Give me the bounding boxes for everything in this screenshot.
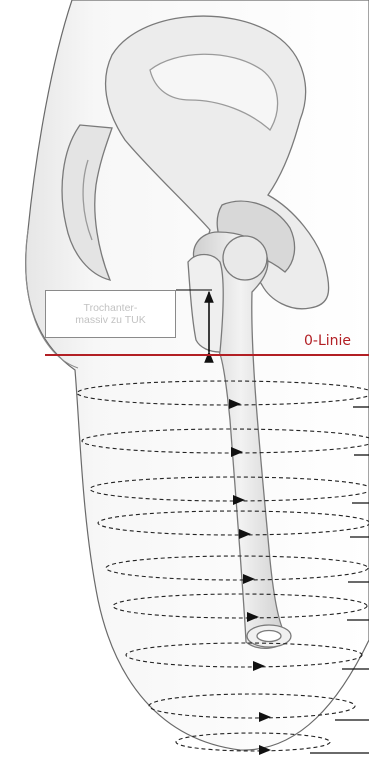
trochanter-label-text: Trochanter- massiv zu TUK [75,302,145,326]
zero-line-label: 0-Linie [304,333,351,349]
trochanter-label-box: Trochanter- massiv zu TUK [45,290,176,338]
